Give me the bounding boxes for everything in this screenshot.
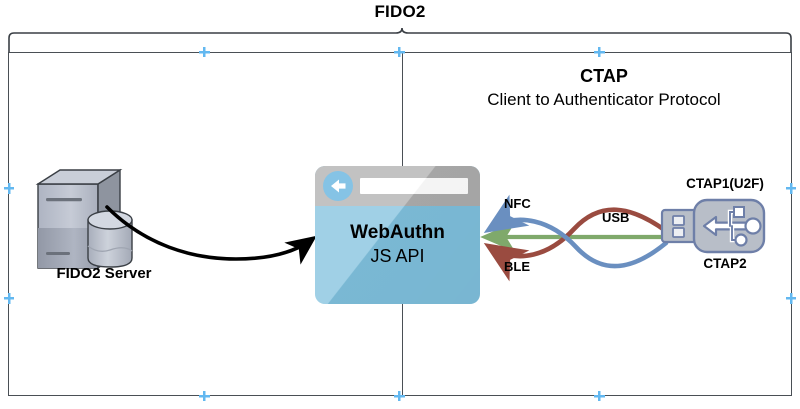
authenticator-label-ctap1: CTAP1(U2F)	[686, 176, 764, 191]
link-label-usb: USB	[602, 210, 630, 225]
back-arrow-glyph	[331, 179, 346, 193]
diagram-title: FIDO2	[374, 2, 426, 21]
link-ble	[483, 207, 669, 282]
server-tower-icon	[35, 168, 133, 270]
ctap-panel-title: CTAP	[580, 66, 628, 86]
server-to-browser-arrow	[105, 205, 317, 265]
server-label: FIDO2 Server	[56, 265, 152, 282]
link-label-nfc: NFC	[504, 196, 531, 211]
transport-links	[480, 194, 669, 282]
webauthn-label: WebAuthn	[350, 222, 445, 243]
usb-security-key-icon	[660, 198, 766, 254]
fido2-scope-brace	[8, 27, 792, 53]
webauthn-browser-box[interactable]: WebAuthn JS API	[315, 166, 480, 304]
ctap-panel-subtitle: Client to Authenticator Protocol	[487, 90, 721, 109]
browser-url-bar[interactable]	[360, 178, 468, 194]
link-nfc	[483, 194, 669, 269]
authenticator-label-ctap2: CTAP2	[703, 256, 747, 271]
link-label-ble: BLE	[504, 259, 530, 274]
back-arrow-icon[interactable]	[323, 171, 353, 201]
js-api-label: JS API	[370, 246, 425, 266]
